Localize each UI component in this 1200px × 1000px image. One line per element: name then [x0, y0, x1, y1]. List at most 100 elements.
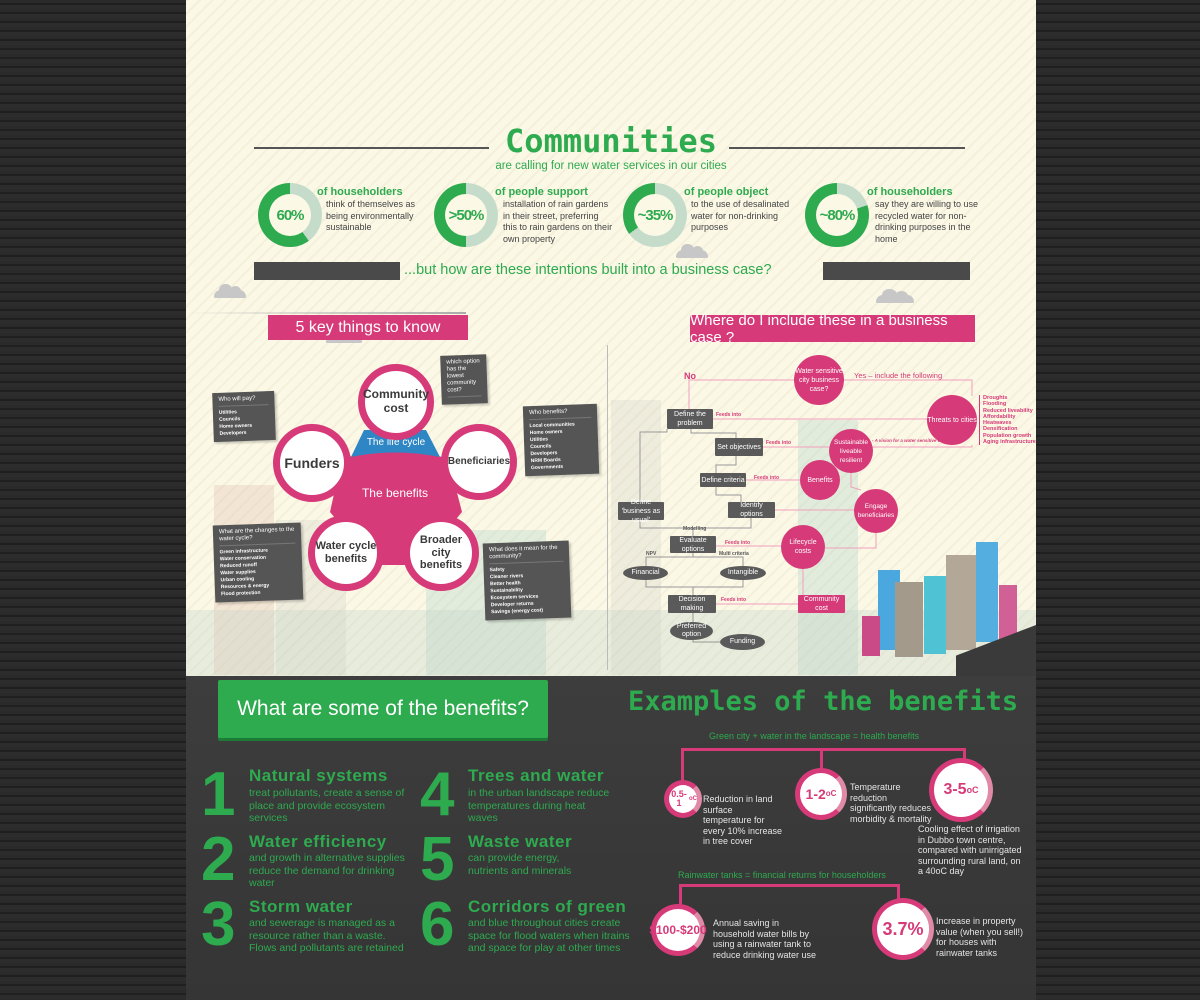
flow-community-cost-box: Community cost [798, 595, 845, 613]
flow-lifecycle-circle: Lifecycle costs [781, 525, 825, 569]
benefit-number: 1 [201, 760, 236, 829]
stat-value: 60% [269, 194, 311, 236]
node-funders: Funders [273, 424, 351, 502]
title-rule-right [729, 147, 965, 149]
stat-value: ~35% [634, 194, 676, 236]
flow-yes-label: Yes – include the following [854, 371, 943, 380]
page-title: Communities [505, 122, 717, 160]
cloud-decoration [676, 243, 708, 258]
flow-define-problem: Define the problem [667, 409, 713, 429]
life-cycle-band [351, 430, 440, 457]
benefit-title: Storm water [249, 897, 353, 916]
node-broader-city-benefits: Broader city benefits [403, 515, 479, 591]
stat-unit: oC [825, 789, 837, 798]
key-things-banner: 5 key things to know [268, 315, 468, 340]
building-blue [878, 570, 900, 650]
node-beneficiaries: Beneficiaries [441, 424, 517, 500]
stat-description: Annual saving in household water bills b… [713, 918, 817, 960]
threat-item: Droughts [983, 395, 1008, 401]
examples-title: Examples of the benefits [628, 686, 1019, 717]
bottom-section: What are some of the benefits? Examples … [186, 676, 1036, 1000]
stat-description: Increase in property value (when you sel… [936, 916, 1024, 958]
building-cyan [924, 576, 946, 654]
stat-value: ~80% [816, 194, 858, 236]
benefit-title: Trees and water [468, 766, 605, 785]
threat-item: Densification [983, 426, 1018, 433]
flow-business-as-usual: Define 'business as usual' [618, 499, 664, 524]
benefit-number: 6 [420, 890, 455, 959]
question-bar-right [823, 262, 970, 280]
stat-circle-savings: $100-$200 [649, 904, 707, 956]
stat-unit: oC [966, 784, 979, 795]
stat-value: 0.5-1 [671, 789, 687, 808]
connector-line [820, 748, 823, 770]
flow-set-objectives: Set objectives [715, 438, 763, 456]
flow-sustainable-circle: Sustainable liveable resilient [829, 429, 873, 473]
threat-item: Affordability [983, 413, 1016, 420]
stat-text: think of themselves as being environment… [326, 199, 416, 232]
flow-preferred-option: Preferred option [670, 622, 713, 640]
building-grey [895, 582, 923, 657]
benefit-text: in the urban landscape reduce temperatur… [468, 787, 610, 824]
connector-line [963, 748, 966, 760]
building-blue [976, 542, 998, 642]
flow-define-criteria: Define criteria [700, 473, 746, 487]
benefit-number: 5 [420, 825, 455, 894]
business-case-question: ...but how are these intentions built in… [404, 262, 772, 278]
stat-heading: of householders [317, 186, 403, 198]
building-pink [999, 585, 1017, 640]
stat-heading: of people object [684, 186, 769, 198]
flow-identify-options: Identify options [728, 502, 775, 518]
cloud-decoration [876, 288, 914, 303]
title-rule-left [254, 147, 489, 149]
stat-unit: oC [689, 796, 697, 802]
npv-label: NPV [646, 551, 657, 557]
stat-description: Temperature reduction significantly redu… [850, 782, 932, 824]
cloud-decoration [214, 283, 246, 298]
building-pink [862, 616, 880, 656]
stat-text: installation of rain gardens in their st… [503, 199, 613, 244]
flow-funding: Funding [720, 634, 765, 650]
question-bar-left [254, 262, 400, 280]
vision-label: - A vision for a water sensitive city [872, 438, 946, 443]
benefit-title: Water efficiency [249, 832, 387, 851]
donut-chart: 60% [258, 183, 322, 247]
connector-line [681, 748, 684, 783]
flow-threats-circle: Threats to cities [927, 395, 977, 445]
feeds-into-label: Feeds into [721, 597, 747, 603]
threat-item: Aging infrastructure [983, 439, 1036, 446]
flow-intangible: Intangible [720, 566, 766, 580]
benefit-title: Natural systems [249, 766, 388, 785]
feeds-into-label: Feeds into [754, 475, 780, 481]
node-community-cost: Community cost [358, 364, 434, 440]
page-subtitle: are calling for new water services in ou… [495, 160, 727, 172]
donut-chart: ~35% [623, 183, 687, 247]
building-silhouette [611, 400, 661, 675]
node-water-cycle-benefits: Water cycle benefits [308, 515, 384, 591]
flow-financial: Financial [623, 566, 668, 580]
stat-text: to the use of desalinated water for non-… [691, 199, 790, 232]
stat-heading: of people support [495, 186, 588, 198]
modelling-label: Modelling [683, 526, 707, 532]
connector-line [679, 884, 900, 887]
threat-item: Flooding [983, 401, 1007, 408]
stat-value: 1-2 [805, 786, 826, 802]
flow-engage-circle: Engage beneficiaries [854, 489, 898, 533]
benefit-text: and growth in alternative supplies reduc… [249, 852, 405, 889]
flow-decision-making: Decision making [668, 595, 716, 613]
stat-description: Cooling effect of irrigation in Dubbo to… [918, 824, 1022, 876]
connector-line [679, 884, 682, 910]
flow-no-label: No [684, 371, 696, 381]
benefit-text: can provide energy, nutrients and minera… [468, 852, 572, 877]
benefit-text: treat pollutants, create a sense of plac… [249, 787, 405, 824]
benefit-title: Waste water [468, 832, 573, 851]
banner-shadow [186, 312, 466, 314]
threat-item: Heatwaves [983, 420, 1012, 427]
benefit-number: 4 [420, 760, 455, 829]
health-heading: Green city + water in the landscape = he… [709, 731, 920, 741]
multi-criteria-label: Multi criteria [719, 551, 749, 557]
tanks-heading: Rainwater tanks = financial returns for … [678, 870, 886, 880]
